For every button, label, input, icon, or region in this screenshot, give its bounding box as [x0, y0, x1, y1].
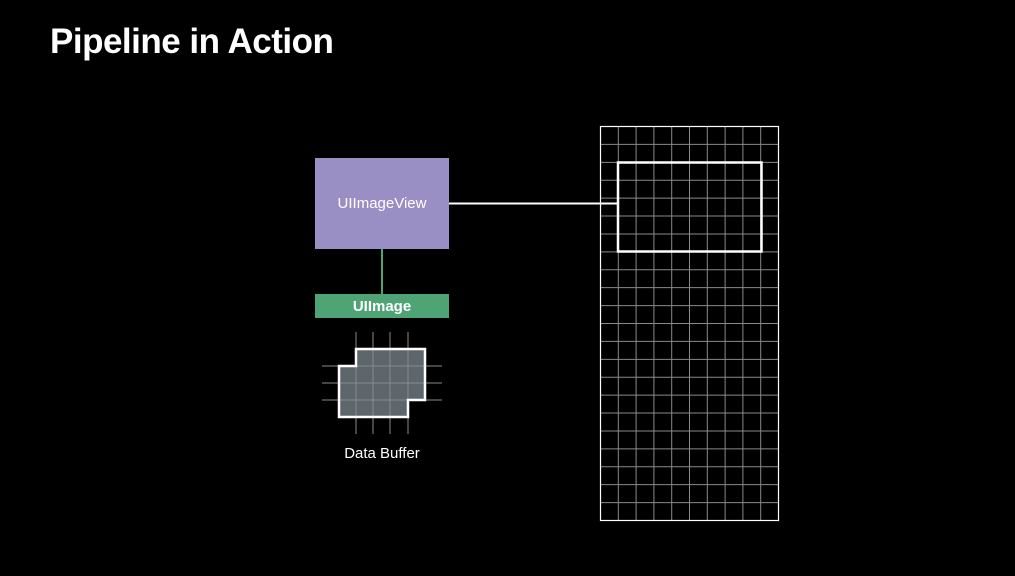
data-buffer-graphic: [322, 332, 442, 434]
slide-title: Pipeline in Action: [50, 22, 334, 61]
uiimage-label: UIImage: [352, 297, 412, 315]
screen-highlight-region: [616, 161, 763, 253]
uiimageview-label: UIImageView: [337, 195, 427, 212]
data-buffer-outline: [337, 347, 427, 419]
screen-grid: [599, 125, 780, 522]
uiimage-bar: UIImage: [315, 294, 449, 318]
screen-frame: [599, 125, 780, 522]
data-buffer-label: Data Buffer: [344, 445, 420, 462]
uiimageview-box: UIImageView: [315, 158, 449, 249]
